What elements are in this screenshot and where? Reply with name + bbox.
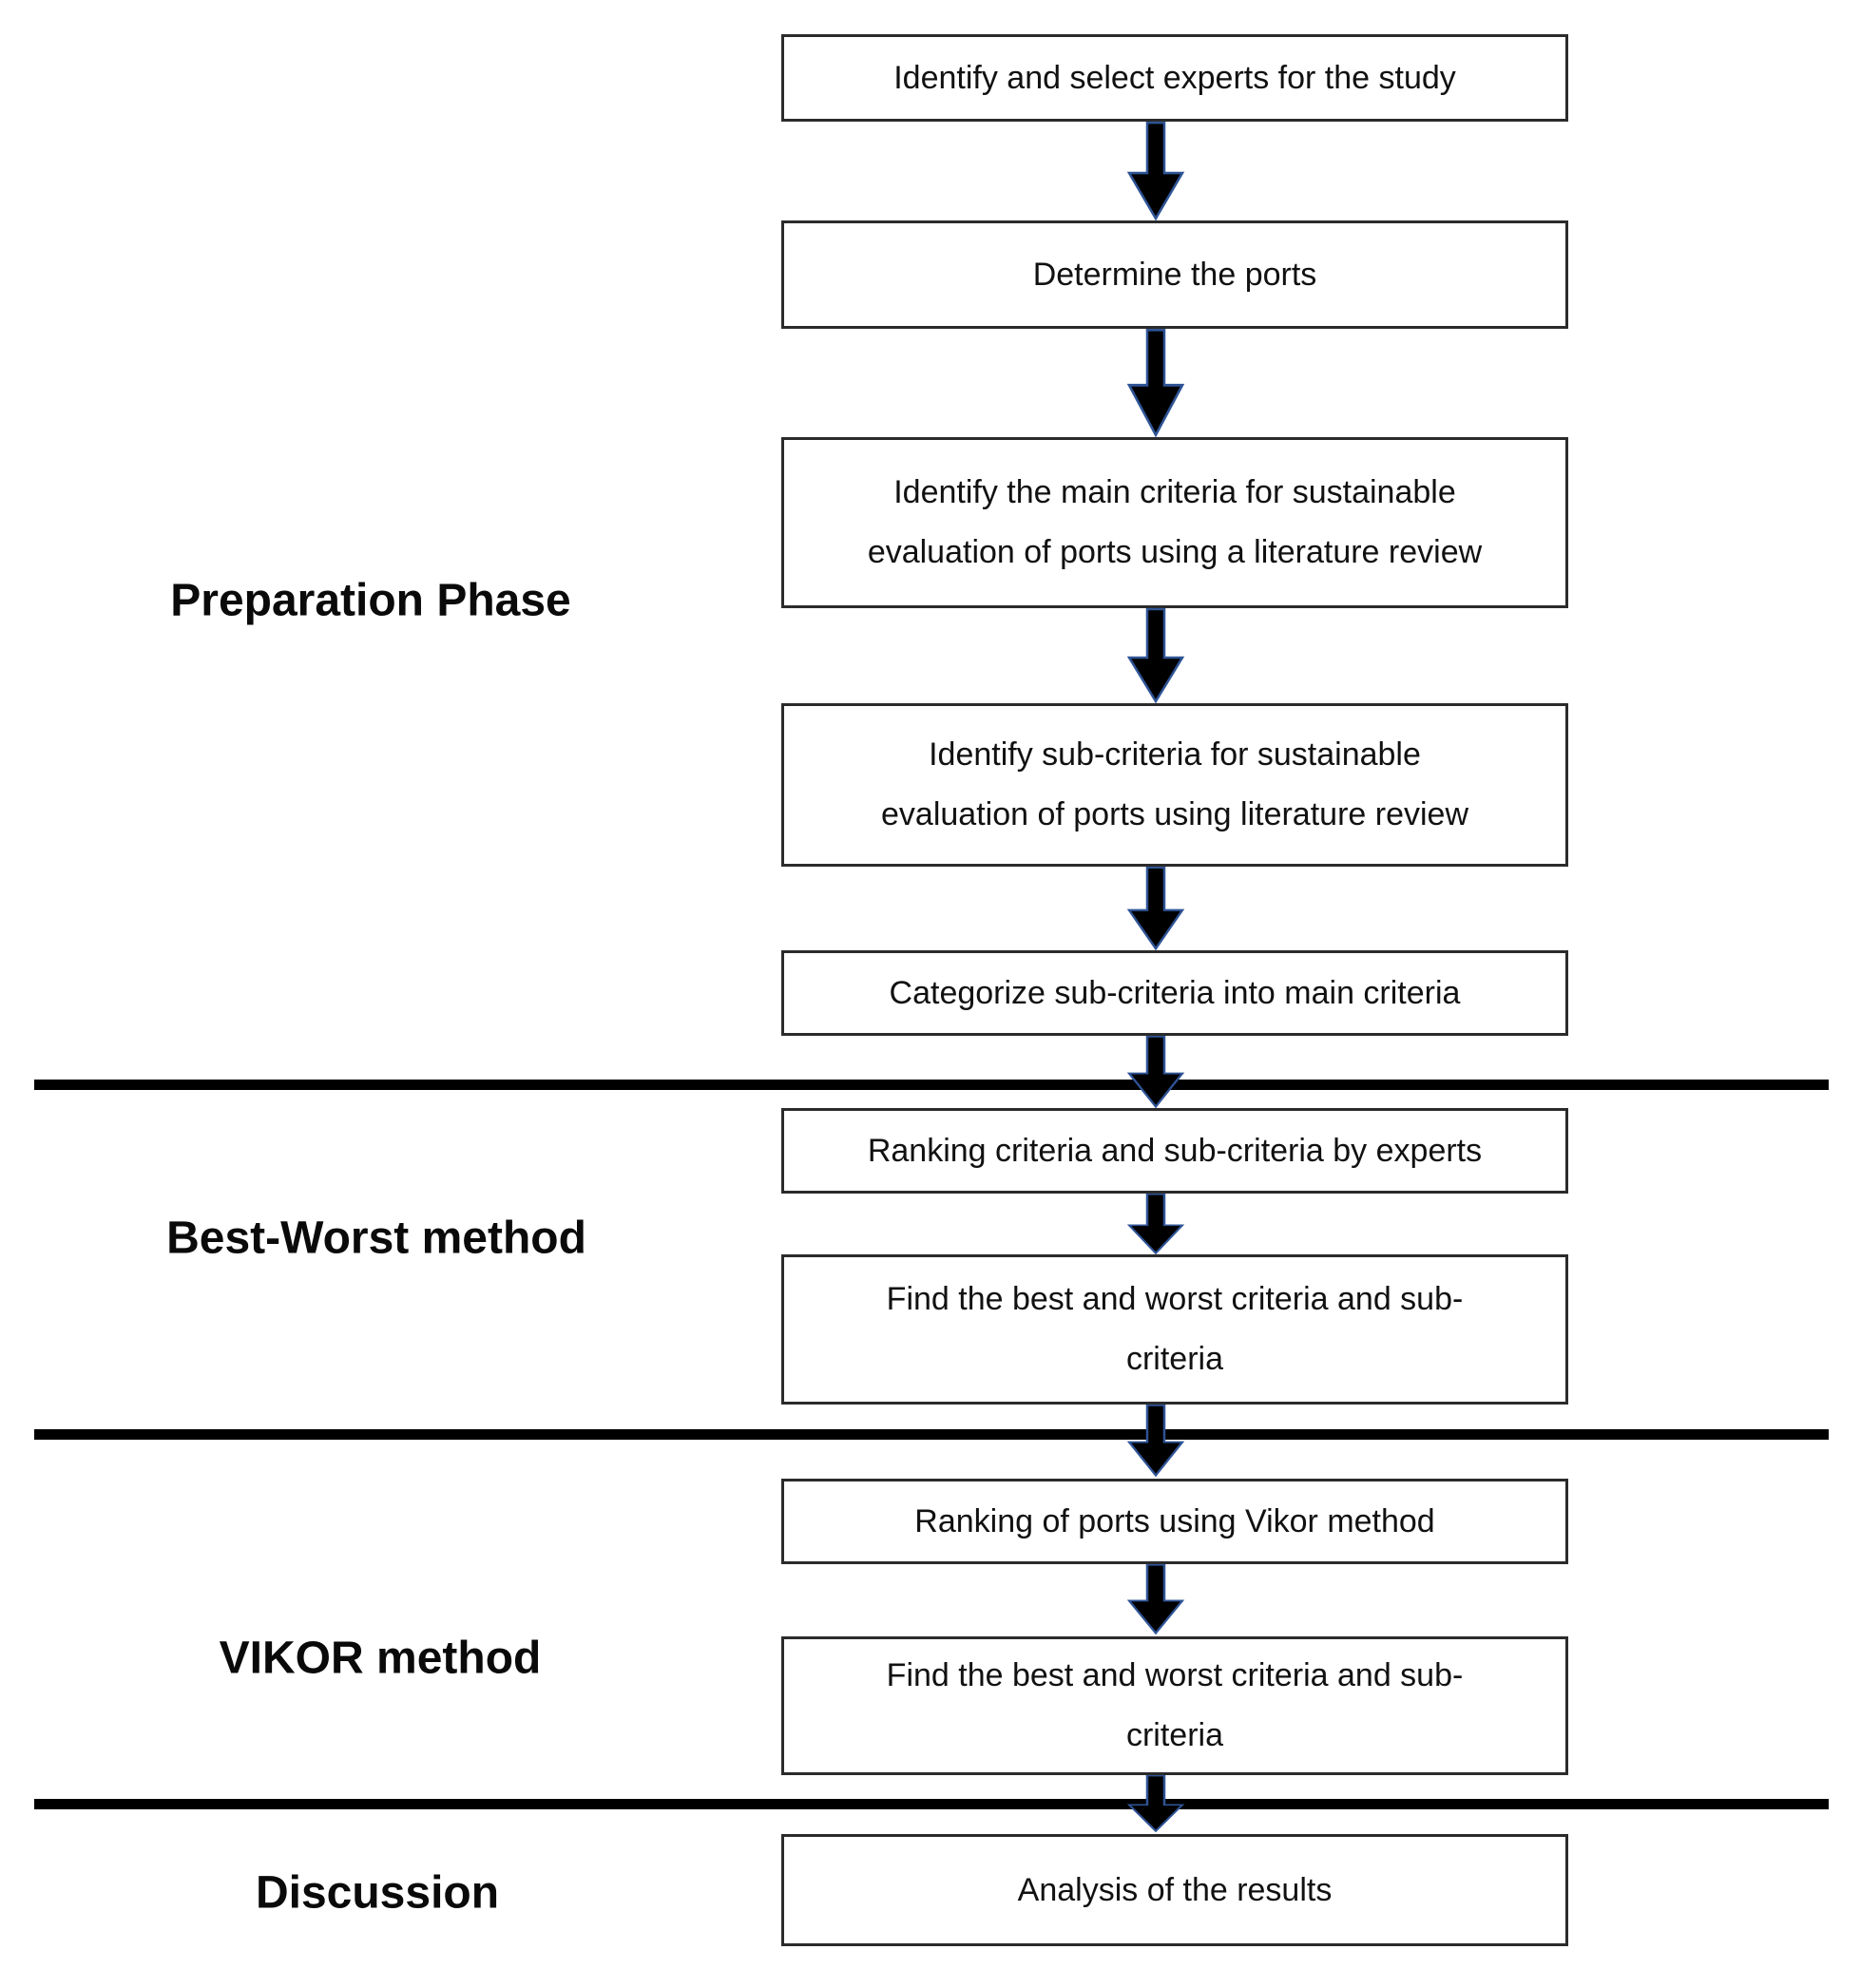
box-identify-sub-criteria: Identify sub-criteria for sustainable ev… (781, 703, 1568, 867)
down-arrow-icon (1125, 122, 1186, 220)
box-identify-main-criteria: Identify the main criteria for sustainab… (781, 437, 1568, 608)
box-categorize-sub-criteria: Categorize sub-criteria into main criter… (781, 950, 1568, 1036)
down-arrow-icon (1125, 608, 1186, 703)
phase-divider (34, 1080, 1829, 1090)
down-arrow-icon (1125, 1405, 1186, 1477)
down-arrow-icon (1125, 1194, 1186, 1254)
phase-label-preparation: Preparation Phase (170, 575, 571, 626)
down-arrow-icon (1125, 1036, 1186, 1108)
phase-label-best-worst: Best-Worst method (166, 1213, 586, 1264)
phase-divider (34, 1429, 1829, 1440)
box-ranking-ports-vikor: Ranking of ports using Vikor method (781, 1479, 1568, 1564)
box-find-best-worst-bwm: Find the best and worst criteria and sub… (781, 1254, 1568, 1405)
phase-label-discussion: Discussion (255, 1867, 500, 1919)
box-analysis-results: Analysis of the results (781, 1834, 1568, 1946)
down-arrow-icon (1125, 1775, 1186, 1832)
down-arrow-icon (1125, 329, 1186, 437)
box-ranking-criteria-experts: Ranking criteria and sub-criteria by exp… (781, 1108, 1568, 1194)
phase-label-vikor: VIKOR method (219, 1633, 542, 1684)
down-arrow-icon (1125, 867, 1186, 950)
box-determine-ports: Determine the ports (781, 220, 1568, 329)
box-find-best-worst-vikor: Find the best and worst criteria and sub… (781, 1636, 1568, 1775)
down-arrow-icon (1125, 1564, 1186, 1634)
phase-divider (34, 1799, 1829, 1809)
box-identify-experts: Identify and select experts for the stud… (781, 34, 1568, 122)
